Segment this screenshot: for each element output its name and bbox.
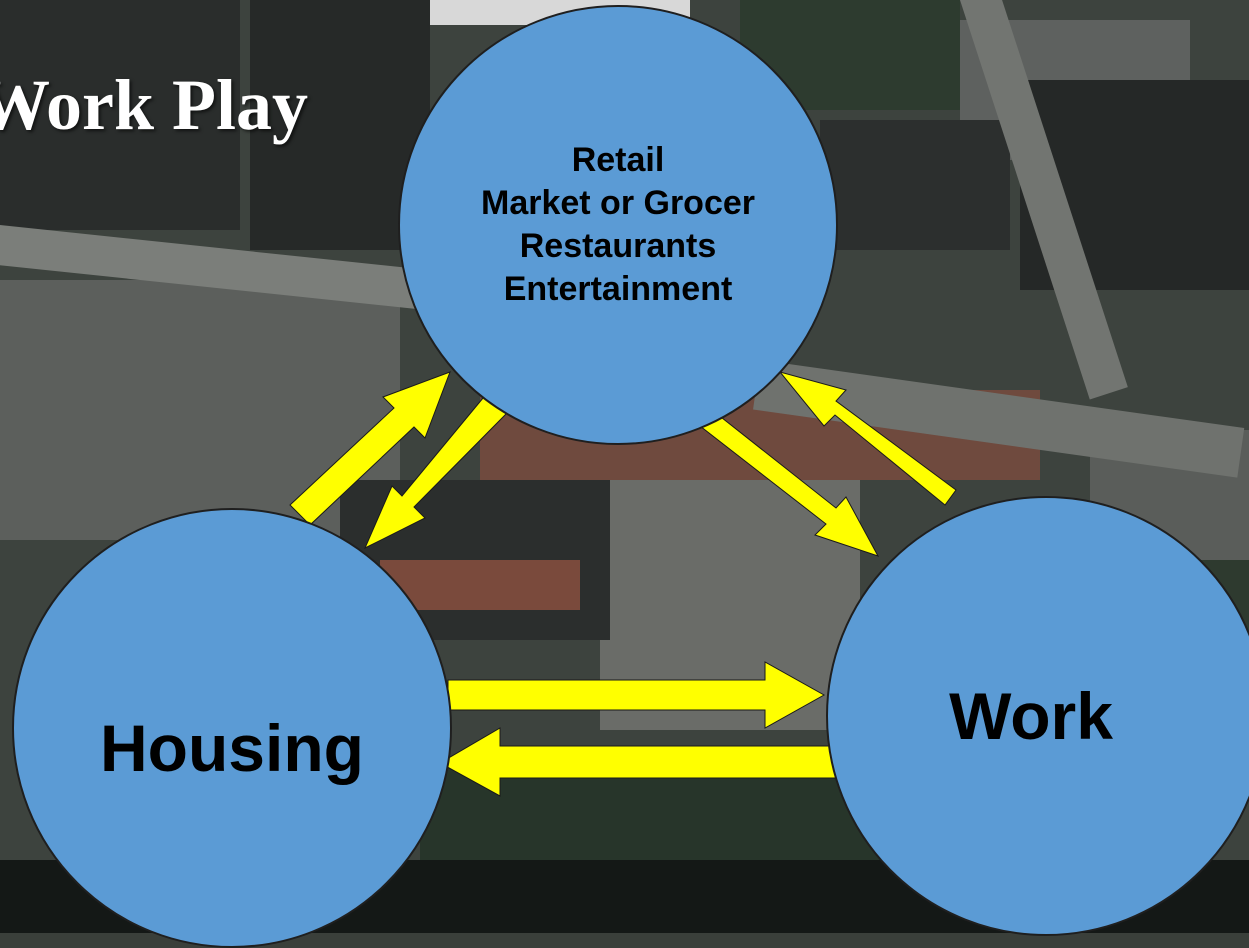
housing-label: Housing <box>100 711 364 785</box>
arrow-housing-to-retail <box>289 371 451 526</box>
retail-node: Retail Market or Grocer Restaurants Ente… <box>398 5 838 445</box>
arrow-work-to-housing <box>438 727 841 797</box>
work-node: Work <box>826 496 1249 936</box>
retail-line-restaurants: Restaurants <box>519 227 717 265</box>
arrow-housing-to-work <box>447 661 826 729</box>
retail-line-entertainment: Entertainment <box>503 270 733 308</box>
retail-line-market: Market or Grocer <box>481 184 755 222</box>
housing-node: Housing <box>12 508 452 948</box>
diagram-title: Work Play <box>0 65 309 145</box>
retail-line-retail: Retail <box>571 141 665 179</box>
arrow-retail-to-housing <box>363 391 511 550</box>
arrow-work-to-retail <box>778 371 957 506</box>
arrow-retail-to-work <box>699 409 880 557</box>
work-label: Work <box>949 679 1113 753</box>
